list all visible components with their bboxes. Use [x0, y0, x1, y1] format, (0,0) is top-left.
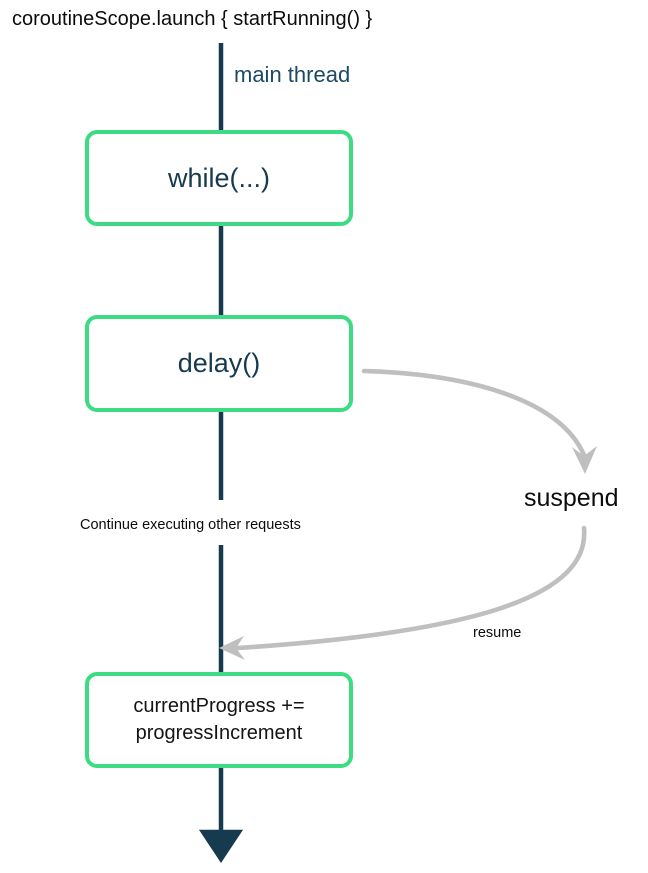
resume-arrow-curve [235, 525, 587, 651]
node-while[interactable]: while(...) [85, 130, 353, 226]
node-delay-label: delay() [177, 348, 261, 378]
resume-arrowhead [219, 636, 245, 660]
node-while-label: while(...) [167, 162, 270, 193]
node-current-progress-line2: progressIncrement [135, 722, 303, 744]
suspend-annotation: suspend [524, 484, 619, 512]
suspend-arrow-curve [361, 368, 587, 458]
node-current-progress-line1: currentProgress += [133, 695, 305, 717]
continue-executing-annotation: Continue executing other requests [80, 517, 301, 533]
node-current-progress[interactable]: currentProgress += progressIncrement [85, 672, 353, 768]
node-delay[interactable]: delay() [85, 315, 353, 412]
resume-annotation: resume [473, 625, 522, 641]
page-title: coroutineScope.launch { startRunning() } [12, 8, 373, 30]
suspend-arrowhead [572, 446, 597, 474]
node-current-progress-label: currentProgress += progressIncrement [133, 693, 304, 747]
main-thread-label: main thread [234, 62, 351, 87]
